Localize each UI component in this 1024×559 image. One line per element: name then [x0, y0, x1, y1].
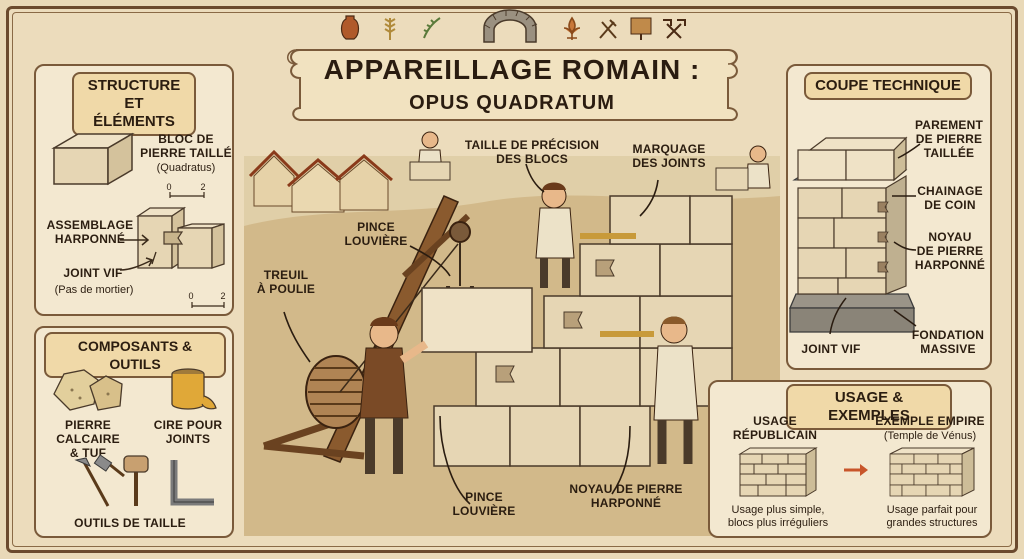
cross-section-diagram [789, 136, 915, 333]
scale-a-start: 0 [166, 182, 172, 192]
hammers-icon [663, 19, 686, 39]
wax-jar-icon [171, 368, 217, 410]
worker-right [600, 316, 699, 464]
taille-label: TAILLE DE PRÉCISION DES BLOCS [464, 138, 600, 166]
pince-bottom-label: PINCE LOUVIÈRE [452, 490, 516, 518]
republican-wall-icon [738, 447, 818, 497]
empire-label: EXEMPLE EMPIRE [875, 414, 985, 428]
joint-vif-sublabel: (Pas de mortier) [54, 284, 134, 296]
tools-icon [599, 19, 617, 39]
page-title: APPAREILLAGE ROMAIN : [323, 54, 701, 85]
dovetail-joint-diagram [135, 206, 225, 270]
arrow-assemblage [120, 234, 150, 246]
vignette-carver [409, 131, 451, 181]
scale-bar-a [169, 192, 205, 198]
title-scroll: APPAREILLAGE ROMAIN : OPUS QUADRATUM [282, 42, 742, 122]
treuil-label: TREUIL À POULIE [256, 268, 316, 296]
scale-bar-b [191, 302, 225, 308]
assemblage-label: ASSEMBLAGE HARPONNÉ [46, 218, 134, 246]
scale-b-start: 0 [188, 291, 194, 301]
scroll-shape [287, 49, 738, 121]
outils-label: OUTILS DE TAILLE [74, 516, 186, 530]
noyau-coupe-label: NOYAU DE PIERRE HARPONNÉ [914, 230, 986, 272]
pince-top-label: PINCE LOUVIÈRE [344, 220, 408, 248]
arrow-right-icon [844, 464, 868, 476]
arch-icon [483, 9, 538, 43]
vignette-marker [715, 145, 771, 191]
marquage-label: MARQUAGE DES JOINTS [632, 142, 706, 170]
worker-left [359, 317, 429, 474]
republicain-label: USAGE RÉPUBLICAIN [732, 414, 818, 442]
laurel-icon [423, 17, 441, 39]
page-subtitle: OPUS QUADRATUM [409, 92, 615, 114]
amphora-icon [340, 15, 360, 40]
construction-scene [244, 131, 780, 536]
dovetail-slots [495, 259, 615, 383]
structure-heading: STRUCTURE ET ÉLÉMENTS [72, 72, 196, 136]
chainage-label: CHAINAGE DE COIN [917, 184, 983, 212]
bloc-sublabel: (Quadratus) [156, 162, 216, 174]
cire-label: CIRE POUR JOINTS [153, 418, 223, 446]
top-icons-row [340, 9, 686, 43]
arrow-joint-vif-coupe [829, 297, 847, 335]
limestone-icon [53, 369, 123, 411]
wheat-icon [384, 18, 396, 40]
republicain-desc: Usage plus simple, blocs plus irrégulier… [727, 504, 829, 529]
scale-b-end: 2 [220, 291, 226, 301]
worker-top [535, 182, 636, 288]
empire-sublabel: (Temple de Vénus) [883, 430, 977, 442]
coupe-heading: COUPE TECHNIQUE [804, 72, 972, 100]
fleur-icon [563, 16, 581, 40]
pierre-label: PIERRE CALCAIRE & TUF [56, 418, 120, 460]
annotation-arrows [283, 163, 659, 505]
noyau-center-label: NOYAU DE PIERRE HARPONNÉ [569, 482, 683, 510]
scale-a-end: 2 [200, 182, 206, 192]
parement-label: PAREMENT DE PIERRE TAILLÉE [914, 118, 984, 160]
cut-stone-block [51, 132, 135, 186]
joint-vif-label: JOINT VIF [63, 266, 123, 280]
stone-tools-icon [74, 454, 214, 507]
village-houses [248, 149, 393, 213]
empire-wall-icon [889, 447, 975, 497]
empire-desc: Usage parfait pour grandes structures [886, 504, 978, 529]
sign-icon [630, 17, 652, 40]
stone-wall [421, 195, 733, 467]
fondation-label: FONDATION MASSIVE [911, 328, 985, 356]
joint-vif-coupe-label: JOINT VIF [801, 342, 861, 356]
coupe-arrows [892, 143, 921, 327]
bloc-label: BLOC DE PIERRE TAILLÉ [140, 132, 232, 160]
arrow-joint-vif [119, 257, 154, 271]
usage-heading: USAGE & EXEMPLES [786, 384, 952, 430]
